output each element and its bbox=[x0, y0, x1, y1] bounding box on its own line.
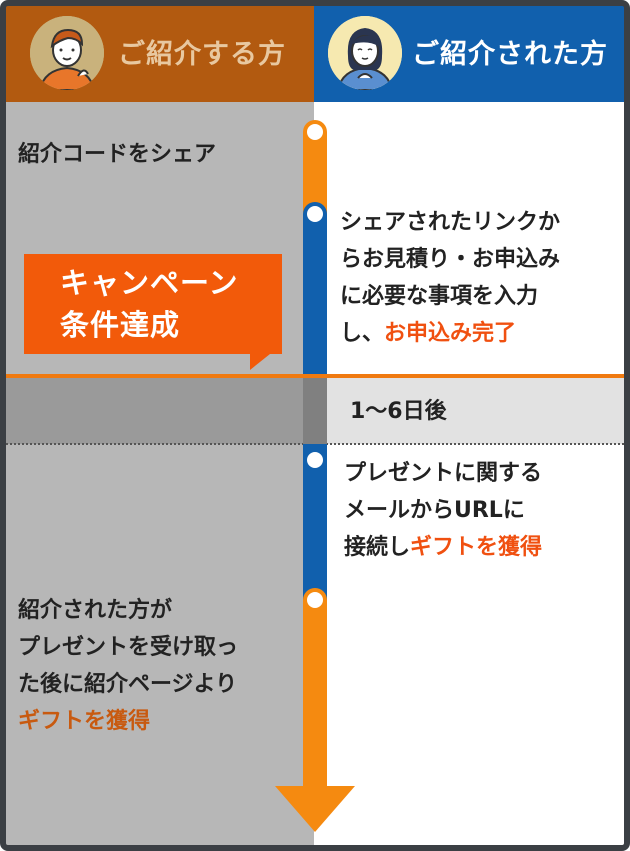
link-line-3: に必要な事項を入力 bbox=[340, 284, 539, 309]
step-wait-days: 1〜6日後 bbox=[350, 399, 447, 424]
link-line-2: らお見積り・お申込み bbox=[340, 247, 561, 272]
timeline-segment-blue-bottom bbox=[303, 444, 327, 604]
header-referred-title: ご紹介された方 bbox=[412, 39, 608, 70]
timeline-node-3 bbox=[307, 452, 323, 468]
referrer-line-1: 紹介された方が bbox=[18, 598, 173, 623]
referrer-column bbox=[6, 102, 314, 845]
referred-avatar-icon bbox=[328, 16, 402, 90]
link-line-1: シェアされたリンクか bbox=[340, 210, 561, 235]
campaign-bubble-tail bbox=[250, 354, 270, 370]
timeline-node-4 bbox=[307, 592, 323, 608]
step-link-input: シェアされたリンクか らお見積り・お申込み に必要な事項を入力 し、お申込み完了 bbox=[340, 204, 560, 352]
divider-orange bbox=[6, 374, 624, 378]
mail-line-1: プレゼントに関する bbox=[344, 461, 543, 486]
mail-line-3: 接続しギフトを獲得 bbox=[344, 529, 542, 566]
mail-line-3-plain: 接続し bbox=[344, 535, 411, 560]
link-line-4-plain: し、 bbox=[340, 321, 385, 346]
timeline-node-2 bbox=[307, 206, 323, 222]
referrer-line-3: た後に紹介ページより bbox=[18, 672, 238, 697]
link-line-4-accent: お申込み完了 bbox=[384, 321, 517, 346]
mail-line-3-accent: ギフトを獲得 bbox=[410, 535, 543, 560]
referrer-line-2: プレゼントを受け取っ bbox=[18, 635, 239, 660]
step-referrer-gift: 紹介された方が プレゼントを受け取っ た後に紹介ページより ギフトを獲得 bbox=[18, 592, 238, 740]
timeline-segment-orange-bottom bbox=[303, 588, 327, 788]
step-share-code: 紹介コードをシェア bbox=[18, 142, 217, 167]
step-mail-gift: プレゼントに関する メールからURLに 接続しギフトを獲得 bbox=[344, 455, 542, 566]
campaign-bubble bbox=[24, 254, 282, 354]
header-referrer-title: ご紹介する方 bbox=[118, 39, 286, 70]
timeline-segment-waiting bbox=[303, 378, 327, 444]
waiting-band-left bbox=[6, 378, 314, 444]
referrer-avatar-icon bbox=[30, 16, 104, 90]
link-line-4: し、お申込み完了 bbox=[340, 315, 560, 352]
campaign-line-1: キャンペーン bbox=[60, 266, 239, 300]
mail-line-2: メールからURLに bbox=[344, 498, 525, 523]
timeline-arrow-head bbox=[275, 786, 355, 832]
timeline-node-1 bbox=[307, 124, 323, 140]
referrer-line-4: ギフトを獲得 bbox=[18, 709, 151, 734]
campaign-line-2: 条件達成 bbox=[60, 308, 181, 342]
timeline-segment-blue-top bbox=[303, 202, 327, 374]
referred-column bbox=[314, 102, 624, 845]
waiting-band-right bbox=[314, 378, 624, 444]
campaign-bubble-text: キャンペーン 条件達成 bbox=[60, 262, 239, 346]
